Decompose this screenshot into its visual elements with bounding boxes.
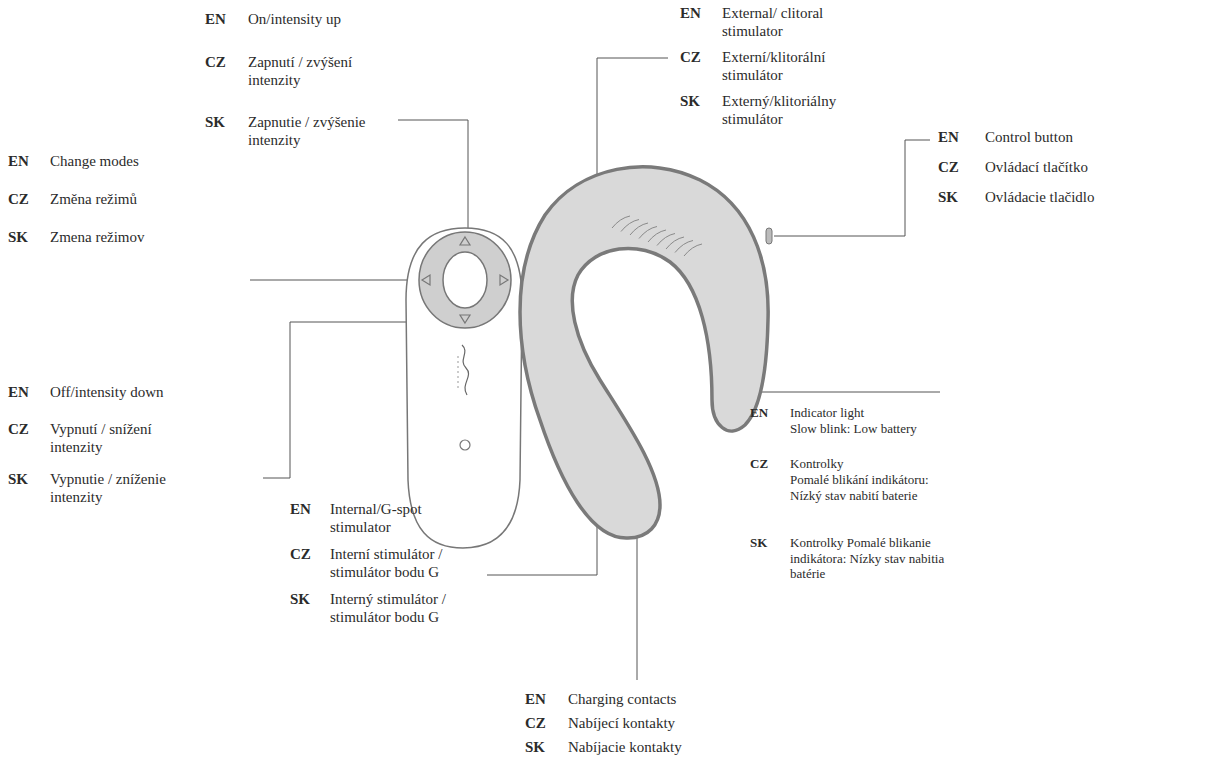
device-body bbox=[520, 167, 768, 538]
language-code: CZ bbox=[680, 48, 716, 66]
leader-lines bbox=[250, 58, 940, 680]
down-arrow bbox=[460, 315, 470, 323]
rib-stroke bbox=[684, 244, 702, 256]
callout-label: Charging contacts bbox=[568, 690, 788, 708]
rib-stroke bbox=[675, 241, 693, 253]
callout-label: Interní stimulátor / stimulátor bodu G bbox=[330, 545, 475, 581]
language-code: CZ bbox=[8, 420, 44, 438]
callout-label: Vypnutie / zníženie intenzity bbox=[50, 470, 190, 506]
rib-stroke bbox=[612, 216, 630, 228]
callout-label: Indicator light bbox=[790, 405, 960, 421]
language-code: SK bbox=[750, 535, 784, 551]
language-code: EN bbox=[205, 10, 241, 28]
control-ring bbox=[419, 232, 511, 328]
vibrator-device bbox=[520, 167, 772, 538]
callout-label: Vypnutí / snížení intenzity bbox=[50, 420, 175, 456]
callout-label: Kontrolky Pomalé blikanie indikátora: Ní… bbox=[790, 535, 945, 582]
rib-stroke bbox=[621, 220, 639, 232]
callout-label: Zapnutie / zvýšenie intenzity bbox=[248, 113, 388, 149]
language-code: SK bbox=[290, 590, 326, 608]
language-code: EN bbox=[680, 4, 716, 22]
center-button bbox=[443, 252, 487, 308]
remote-control bbox=[406, 228, 522, 548]
language-code: EN bbox=[8, 152, 44, 170]
leader-line bbox=[762, 392, 940, 393]
callout-label: Slow blink: Low battery bbox=[790, 421, 960, 437]
language-code: SK bbox=[938, 188, 978, 206]
arrow-symbols bbox=[422, 237, 508, 323]
leader-line bbox=[774, 140, 930, 236]
rib-texture bbox=[612, 216, 702, 256]
language-code: CZ bbox=[205, 53, 241, 71]
rib-stroke bbox=[657, 234, 675, 246]
left-arrow bbox=[422, 275, 430, 285]
language-code: SK bbox=[8, 228, 44, 246]
language-code: CZ bbox=[525, 714, 565, 732]
callout-label: Ovládacie tlačidlo bbox=[985, 188, 1185, 206]
rib-stroke bbox=[648, 230, 666, 242]
callout-label: Zmena režimov bbox=[50, 228, 240, 246]
callout-label: Control button bbox=[985, 128, 1185, 146]
language-code: EN bbox=[290, 500, 326, 518]
language-code: SK bbox=[525, 738, 565, 756]
rib-stroke bbox=[639, 227, 657, 239]
callout-label: Ovládací tlačítko bbox=[985, 158, 1185, 176]
up-arrow bbox=[460, 237, 470, 245]
leader-line bbox=[597, 58, 668, 180]
language-code: EN bbox=[8, 383, 44, 401]
callout-label: Off/intensity down bbox=[50, 383, 230, 401]
language-code: EN bbox=[750, 405, 784, 421]
remote-body bbox=[406, 228, 522, 548]
language-code: CZ bbox=[290, 545, 326, 563]
language-code: SK bbox=[680, 92, 716, 110]
callout-label: Kontrolky bbox=[790, 456, 945, 472]
logo-mark bbox=[462, 345, 469, 395]
callout-label: Externí/klitorální stimulátor bbox=[722, 48, 847, 84]
callout-label: Nabíjacie kontakty bbox=[568, 738, 788, 756]
callout-label: Change modes bbox=[50, 152, 240, 170]
language-code: CZ bbox=[8, 190, 44, 208]
rib-stroke bbox=[630, 223, 648, 235]
control-button bbox=[766, 228, 772, 244]
callout-label: Externý/klitoriálny stimulátor bbox=[722, 92, 847, 128]
leader-line bbox=[250, 280, 418, 281]
language-code: EN bbox=[938, 128, 978, 146]
language-code: CZ bbox=[938, 158, 978, 176]
indicator-dot bbox=[460, 440, 470, 450]
language-code: CZ bbox=[750, 456, 784, 472]
language-code: SK bbox=[8, 470, 44, 488]
callout-label: On/intensity up bbox=[248, 10, 388, 28]
callout-label: External/ clitoral stimulator bbox=[722, 4, 847, 40]
callout-label: Pomalé blikání indikátoru: Nízký stav na… bbox=[790, 472, 945, 503]
rib-stroke bbox=[666, 237, 684, 249]
right-arrow bbox=[500, 275, 508, 285]
logo-mark bbox=[458, 356, 459, 388]
leader-line bbox=[398, 120, 468, 238]
language-code: SK bbox=[205, 113, 241, 131]
callout-label: Zapnutí / zvýšení intenzity bbox=[248, 53, 388, 89]
language-code: EN bbox=[525, 690, 565, 708]
callout-label: Nabíjecí kontakty bbox=[568, 714, 788, 732]
callout-label: Změna režimů bbox=[50, 190, 240, 208]
callout-label: Interný stimulátor / stimulátor bodu G bbox=[330, 590, 475, 626]
callout-label: Internal/G-spot stimulator bbox=[330, 500, 475, 536]
